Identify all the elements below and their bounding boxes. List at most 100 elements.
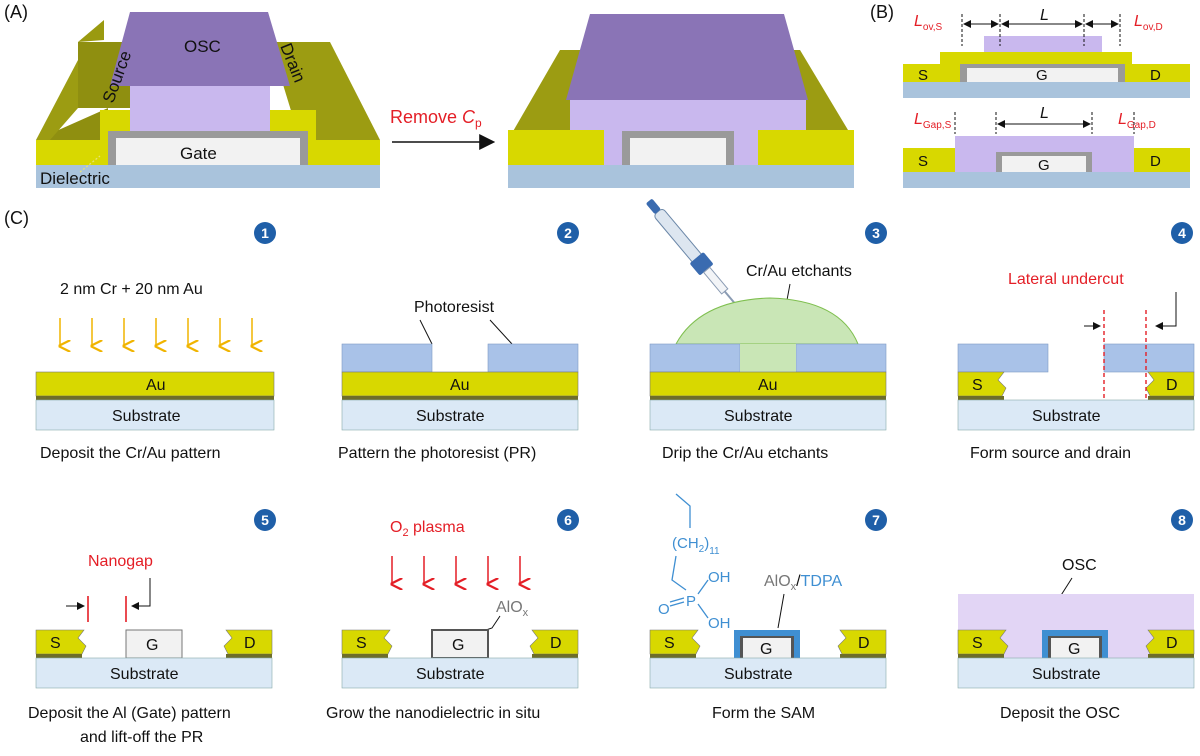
step-8-top-label: OSC xyxy=(1062,557,1097,574)
step-5-number: 5 xyxy=(261,512,269,528)
step-5-caption: Deposit the Al (Gate) pattern xyxy=(28,705,231,722)
svg-text:D: D xyxy=(1166,635,1178,652)
step-2-diagram: Photoresist Au Substrate xyxy=(341,299,579,431)
step-1-top-label: 2 nm Cr + 20 nm Au xyxy=(60,281,203,298)
svg-text:D: D xyxy=(858,635,870,652)
svg-text:D: D xyxy=(244,635,256,652)
chem-oh-1: OH xyxy=(708,569,731,586)
svg-text:G: G xyxy=(452,637,464,654)
gap-schematic xyxy=(903,136,1190,188)
svg-text:Substrate: Substrate xyxy=(724,408,793,425)
step-3-top-label: Cr/Au etchants xyxy=(746,263,852,280)
svg-text:D: D xyxy=(550,635,562,652)
step-6-diagram: O2 plasma AlOx S G D Substrate xyxy=(341,519,579,689)
step-7-number: 7 xyxy=(872,512,880,528)
step-6-badge xyxy=(557,509,579,531)
svg-text:S: S xyxy=(664,635,675,652)
panel-c-label: (C) xyxy=(4,208,29,228)
l-top-label: L xyxy=(1040,7,1049,24)
svg-text:Au: Au xyxy=(758,377,778,394)
svg-text:Substrate: Substrate xyxy=(1032,408,1101,425)
step-3-badge xyxy=(865,222,887,244)
pipette-icon xyxy=(646,199,738,306)
chem-o: O xyxy=(658,601,670,618)
step-6-top-label: O2 plasma xyxy=(390,519,465,539)
step-7-caption: Form the SAM xyxy=(712,705,815,722)
svg-text:D: D xyxy=(1166,377,1178,394)
step-5-badge xyxy=(254,509,276,531)
svg-text:S: S xyxy=(972,635,983,652)
l-ov-s-label: Lov,S xyxy=(914,13,943,33)
step-4-diagram: Lateral undercut S D Substrate xyxy=(957,271,1195,431)
svg-text:Au: Au xyxy=(450,377,470,394)
step-4-number: 4 xyxy=(1178,225,1186,241)
step-7-diagram: (CH2)11 P OH OH O AlOx/TDPA S G D Substr… xyxy=(649,493,887,689)
step-2-number: 2 xyxy=(564,225,572,241)
step-3-diagram: Cr/Au etchants Au Substrate xyxy=(646,199,887,431)
step-3-caption: Drip the Cr/Au etchants xyxy=(662,445,828,462)
step-8-badge xyxy=(1171,509,1193,531)
step-1-badge xyxy=(254,222,276,244)
device-without-overlap xyxy=(508,14,854,188)
b-top-s: S xyxy=(918,67,928,84)
osc-label: OSC xyxy=(184,37,221,56)
overlap-schematic xyxy=(903,36,1190,98)
step-2-badge xyxy=(557,222,579,244)
b-bottom-g: G xyxy=(1038,157,1050,174)
svg-text:Substrate: Substrate xyxy=(112,408,181,425)
step-1-diagram: 2 nm Cr + 20 nm Au Au Substrate xyxy=(35,281,275,431)
step-8-number: 8 xyxy=(1178,512,1186,528)
step-4-badge xyxy=(1171,222,1193,244)
chem-ch2: (CH2)11 xyxy=(672,535,720,557)
remove-cp-label: Remove Cp xyxy=(390,107,482,130)
step-3-number: 3 xyxy=(872,225,880,241)
chem-oh-2: OH xyxy=(708,615,731,632)
step-5-caption-2: and lift-off the PR xyxy=(80,729,203,746)
dielectric-label: Dielectric xyxy=(40,169,110,188)
gate-electrode xyxy=(116,138,300,165)
step-1-caption: Deposit the Cr/Au pattern xyxy=(40,445,221,462)
step-5-diagram: Nanogap S G D Substrate xyxy=(35,553,273,689)
step-6-caption: Grow the nanodielectric in situ xyxy=(326,705,540,722)
l-gap-d-label: LGap,D xyxy=(1118,111,1156,131)
svg-text:G: G xyxy=(760,641,772,658)
dielectric-layer xyxy=(36,165,380,188)
step-7-badge xyxy=(865,509,887,531)
b-top-g: G xyxy=(1036,67,1048,84)
l-ov-d-label: Lov,D xyxy=(1134,13,1163,33)
b-bottom-d: D xyxy=(1150,153,1161,170)
l-bottom-label: L xyxy=(1040,105,1049,122)
gate-label: Gate xyxy=(180,144,217,163)
svg-text:Substrate: Substrate xyxy=(416,408,485,425)
svg-text:Substrate: Substrate xyxy=(1032,666,1101,683)
source-electrode xyxy=(36,60,78,140)
svg-text:S: S xyxy=(50,635,61,652)
tdpa-molecule xyxy=(671,493,691,591)
l-gap-s-label: LGap,S xyxy=(914,111,952,131)
svg-text:G: G xyxy=(146,637,158,654)
svg-text:Au: Au xyxy=(146,377,166,394)
svg-text:G: G xyxy=(1068,641,1080,658)
svg-text:S: S xyxy=(972,377,983,394)
step-2-caption: Pattern the photoresist (PR) xyxy=(338,445,536,462)
panel-a-label: (A) xyxy=(4,2,28,22)
svg-text:Substrate: Substrate xyxy=(724,666,793,683)
panel-b-label: (B) xyxy=(870,2,894,22)
step-4-top-label: Lateral undercut xyxy=(1008,271,1124,288)
device-with-overlap xyxy=(36,12,380,188)
chem-p: P xyxy=(686,593,696,610)
step-6-number: 6 xyxy=(564,512,572,528)
step-2-top-label: Photoresist xyxy=(414,299,495,316)
b-top-d: D xyxy=(1150,67,1161,84)
step-8-caption: Deposit the OSC xyxy=(1000,705,1120,722)
svg-text:Substrate: Substrate xyxy=(110,666,179,683)
b-bottom-s: S xyxy=(918,153,928,170)
svg-text:S: S xyxy=(356,635,367,652)
osc-block xyxy=(110,12,290,86)
step-8-diagram: OSC S G D Substrate xyxy=(957,557,1195,689)
step-4-caption: Form source and drain xyxy=(970,445,1131,462)
step-1-number: 1 xyxy=(261,225,269,241)
step-7-side-label: AlOx/TDPA xyxy=(764,573,842,593)
svg-text:Substrate: Substrate xyxy=(416,666,485,683)
